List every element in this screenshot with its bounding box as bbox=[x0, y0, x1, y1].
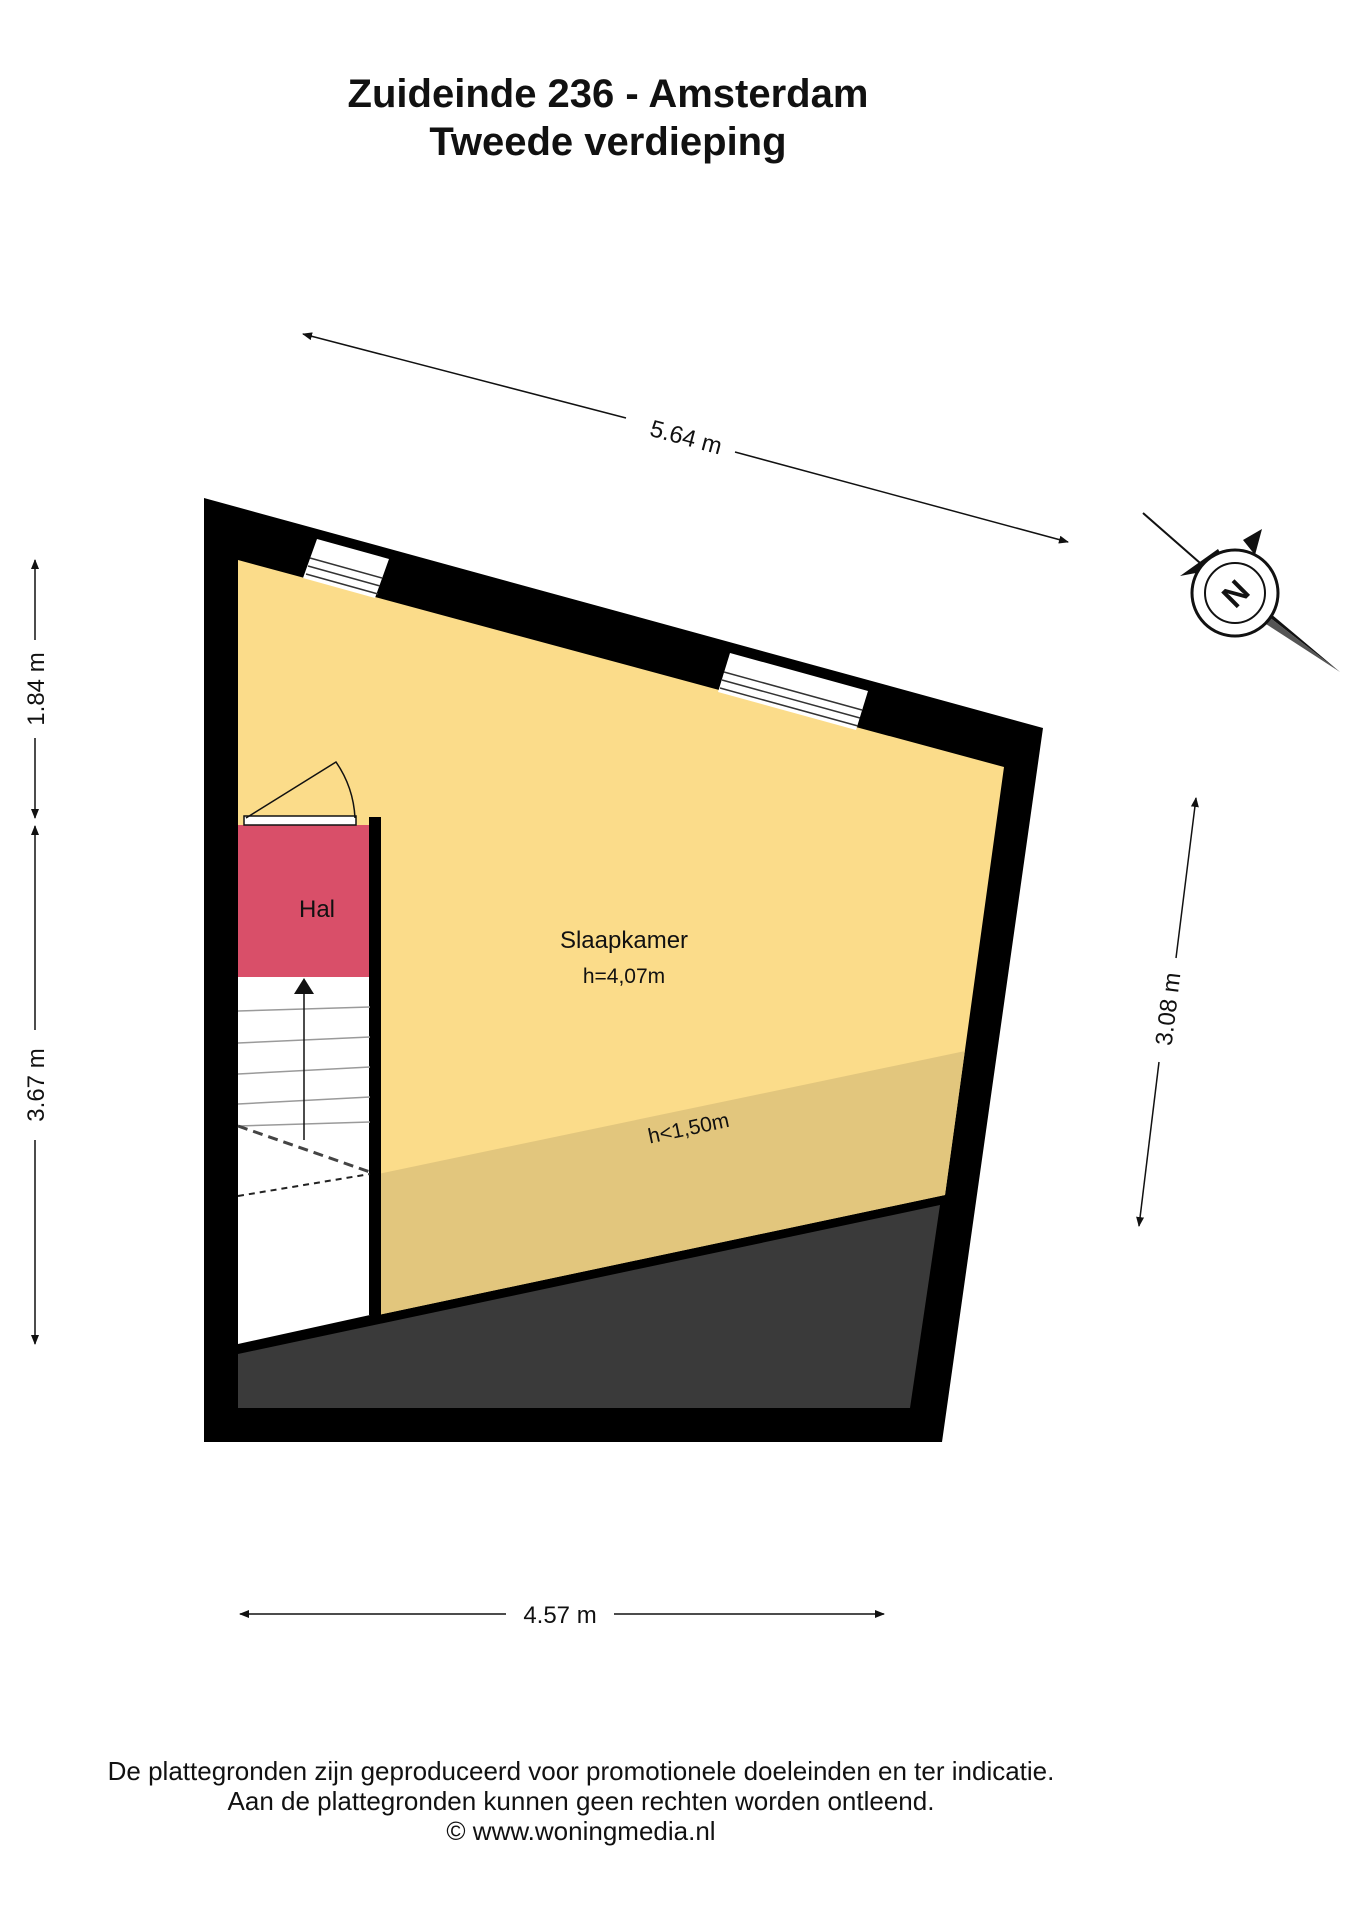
door-frame bbox=[243, 815, 357, 826]
stair-wall bbox=[369, 817, 381, 1315]
window-1 bbox=[303, 539, 389, 598]
room-hal bbox=[238, 825, 370, 977]
room-label-hal: Hal bbox=[299, 896, 335, 923]
north-arrow-icon: N bbox=[1142, 512, 1340, 672]
dimension-line-right-top bbox=[1175, 797, 1199, 959]
room-height-slaapkamer: h=4,07m bbox=[583, 965, 665, 988]
disclaimer-line-1: De plattegronden zijn geproduceerd voor … bbox=[107, 1756, 1055, 1786]
dimension-line-right-bottom bbox=[1136, 1061, 1160, 1227]
stair-break-line bbox=[237, 1124, 371, 1174]
dimension-label-left-lower: 3.67 m bbox=[23, 1048, 50, 1121]
title-address: Zuideinde 236 - Amsterdam bbox=[347, 72, 869, 116]
window-2 bbox=[718, 653, 868, 730]
dimension-label-left-upper: 1.84 m bbox=[23, 652, 50, 725]
room-label-slaapkamer: Slaapkamer bbox=[560, 927, 688, 954]
disclaimer-line-2: Aan de plattegronden kunnen geen rechten… bbox=[227, 1786, 935, 1816]
copyright-link[interactable]: © www.woningmedia.nl bbox=[446, 1816, 716, 1846]
dimension-label-top: 5.64 m bbox=[647, 415, 725, 460]
dimension-label-bottom: 4.57 m bbox=[523, 1602, 596, 1629]
stair-direction-arrow-icon bbox=[294, 978, 314, 994]
dimension-line-top-right bbox=[734, 451, 1069, 544]
door-swing-arc bbox=[245, 760, 356, 819]
title-floor: Tweede verdieping bbox=[429, 120, 787, 164]
floor-edge-line bbox=[237, 1173, 371, 1197]
void-area bbox=[238, 1205, 940, 1408]
dimension-line-top-left bbox=[302, 332, 627, 419]
dimension-label-right: 3.08 m bbox=[1151, 971, 1187, 1047]
